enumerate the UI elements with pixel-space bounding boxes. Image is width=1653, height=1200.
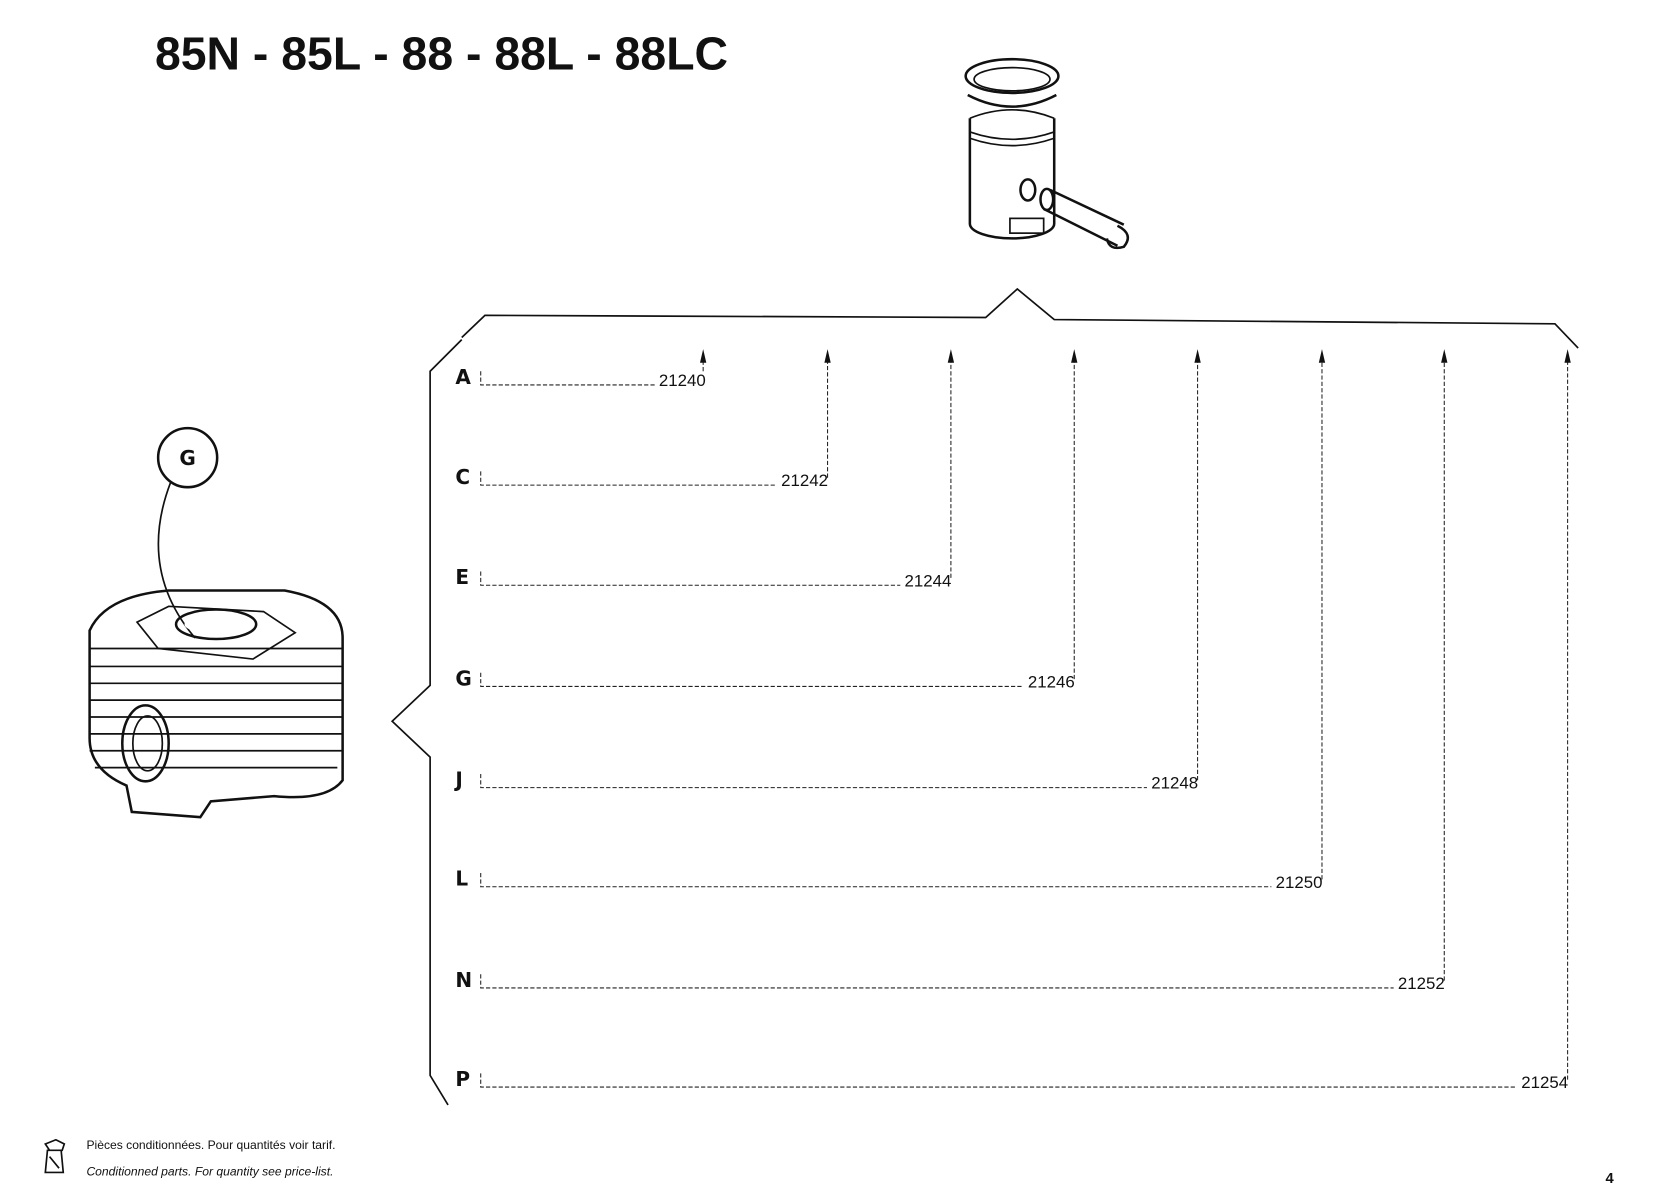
- leader-line: [480, 873, 1272, 888]
- variant-label: C: [455, 465, 470, 489]
- cylinder-illustration: G: [88, 426, 344, 819]
- variant-label: P: [455, 1067, 470, 1091]
- piston-illustration: [964, 57, 1130, 250]
- variant-row: N 21252: [455, 349, 1448, 993]
- leader-line: [480, 672, 1024, 687]
- arrow-head-icon: [1194, 349, 1201, 363]
- parts-bag-icon: [44, 1138, 66, 1174]
- arrow-head-icon: [699, 349, 707, 363]
- leader-line: [480, 1073, 1518, 1088]
- part-number: 21250: [1276, 873, 1323, 892]
- callout-label: G: [179, 446, 195, 470]
- variant-row: G 21246: [455, 349, 1078, 691]
- footer-note-english: Conditionned parts. For quantity see pri…: [86, 1165, 333, 1179]
- part-number: 21242: [781, 471, 828, 490]
- arrow-head-icon: [1564, 349, 1571, 363]
- variant-label: J: [453, 768, 462, 792]
- variant-row: L 21250: [455, 349, 1326, 892]
- variant-label: E: [455, 565, 469, 589]
- callout-circle: [156, 426, 219, 489]
- variant-row: J 21248: [453, 349, 1201, 793]
- arrow-head-icon: [947, 349, 955, 363]
- arrow-head-icon: [1318, 349, 1326, 363]
- piston-bracket: [461, 287, 1579, 349]
- variant-row: C 21242: [455, 349, 831, 490]
- leader-line: [480, 471, 777, 486]
- part-number: 21246: [1028, 672, 1075, 691]
- leader-line: [480, 371, 655, 386]
- part-number: 21244: [905, 571, 952, 590]
- variant-label: A: [455, 365, 471, 389]
- variant-label: N: [455, 968, 472, 992]
- variant-row: E 21244: [455, 349, 955, 590]
- part-number: 21254: [1521, 1073, 1568, 1092]
- page-number: 4: [1606, 1171, 1615, 1187]
- variant-row: A 21240: [455, 349, 707, 390]
- variant-row: P 21254: [455, 349, 1571, 1092]
- part-number: 21248: [1151, 774, 1198, 793]
- leader-line: [480, 974, 1394, 989]
- variant-label: G: [455, 666, 471, 690]
- cylinder-bracket: [390, 339, 463, 1106]
- leader-line: [480, 571, 901, 586]
- leader-line: [480, 773, 1147, 789]
- arrow-head-icon: [1441, 349, 1448, 363]
- page-title: 85N - 85L - 88 - 88L - 88LC: [155, 28, 728, 80]
- footer-note-french: Pièces conditionnées. Pour quantités voi…: [86, 1138, 335, 1152]
- part-number: 21252: [1398, 974, 1445, 993]
- part-number: 21240: [659, 371, 706, 390]
- arrow-head-icon: [824, 349, 831, 363]
- arrow-head-icon: [1071, 349, 1078, 363]
- variant-label: L: [455, 867, 468, 891]
